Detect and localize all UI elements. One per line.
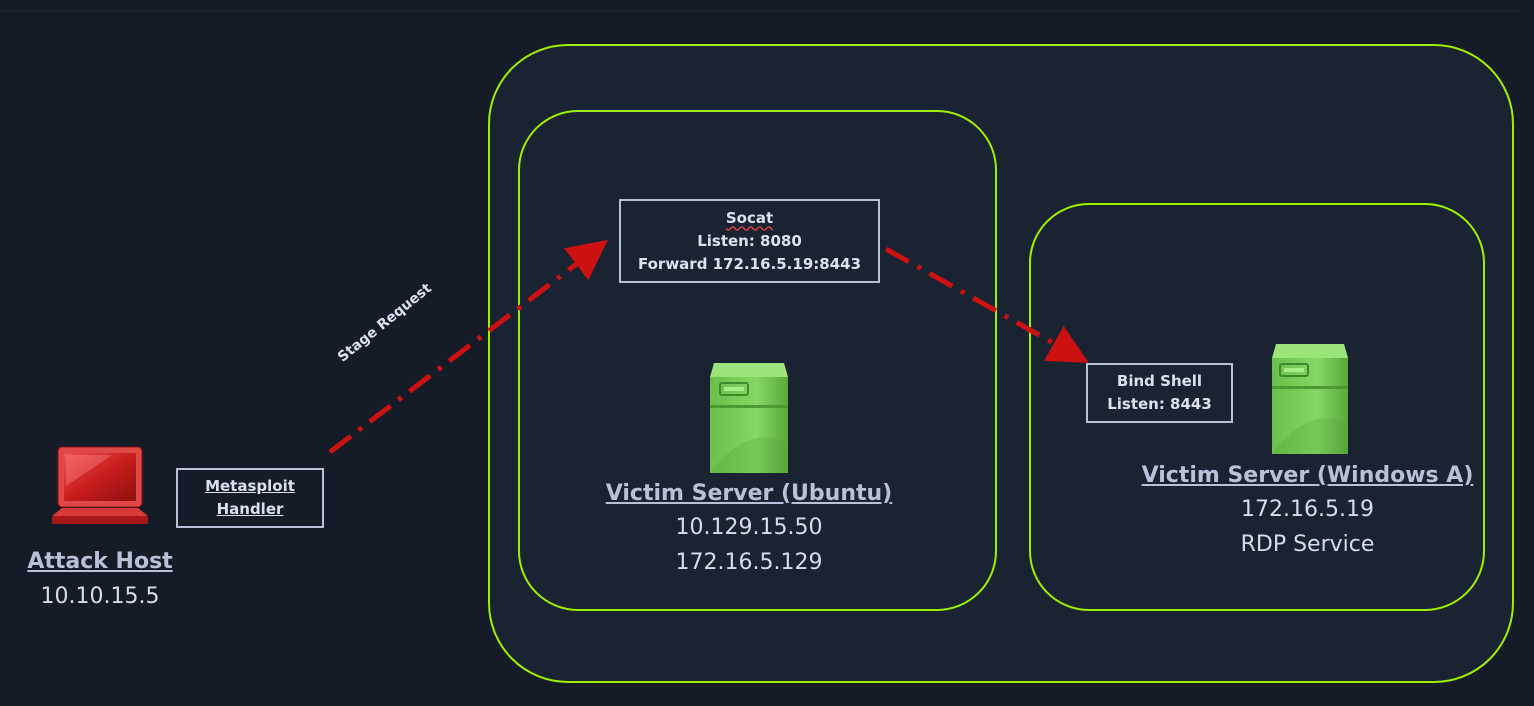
windows-server-title: Victim Server (Windows A) bbox=[1141, 463, 1474, 488]
socat-title: Socat bbox=[725, 208, 774, 227]
bind-shell-listen: Listen: 8443 bbox=[1107, 395, 1212, 413]
stage-request-label: Stage Request bbox=[335, 280, 435, 366]
windows-service: RDP Service bbox=[1240, 532, 1375, 557]
metasploit-handler-box: Metasploit Handler bbox=[176, 468, 324, 528]
windows-server-icon bbox=[1270, 344, 1350, 461]
laptop-icon bbox=[52, 446, 150, 537]
socat-box: Socat Listen: 8080 Forward 172.16.5.19:8… bbox=[619, 199, 880, 283]
ubuntu-ip-external: 10.129.15.50 bbox=[675, 515, 823, 540]
ubuntu-server-icon bbox=[708, 363, 790, 480]
bind-shell-title: Bind Shell bbox=[1116, 372, 1203, 390]
windows-ip: 172.16.5.19 bbox=[1241, 497, 1374, 522]
ubuntu-server-title: Victim Server (Ubuntu) bbox=[605, 481, 893, 506]
ubuntu-ip-internal: 172.16.5.129 bbox=[675, 550, 823, 575]
handler-line1: Metasploit bbox=[205, 477, 295, 495]
handler-line2: Handler bbox=[216, 500, 284, 518]
bind-shell-box: Bind Shell Listen: 8443 bbox=[1086, 363, 1233, 423]
socat-forward: Forward 172.16.5.19:8443 bbox=[637, 254, 861, 273]
windows-host-zone bbox=[1029, 203, 1485, 611]
socat-listen: Listen: 8080 bbox=[697, 231, 802, 250]
attack-host-ip: 10.10.15.5 bbox=[40, 584, 160, 609]
top-frame-line bbox=[0, 10, 1520, 12]
attack-host-title: Attack Host bbox=[27, 549, 173, 574]
